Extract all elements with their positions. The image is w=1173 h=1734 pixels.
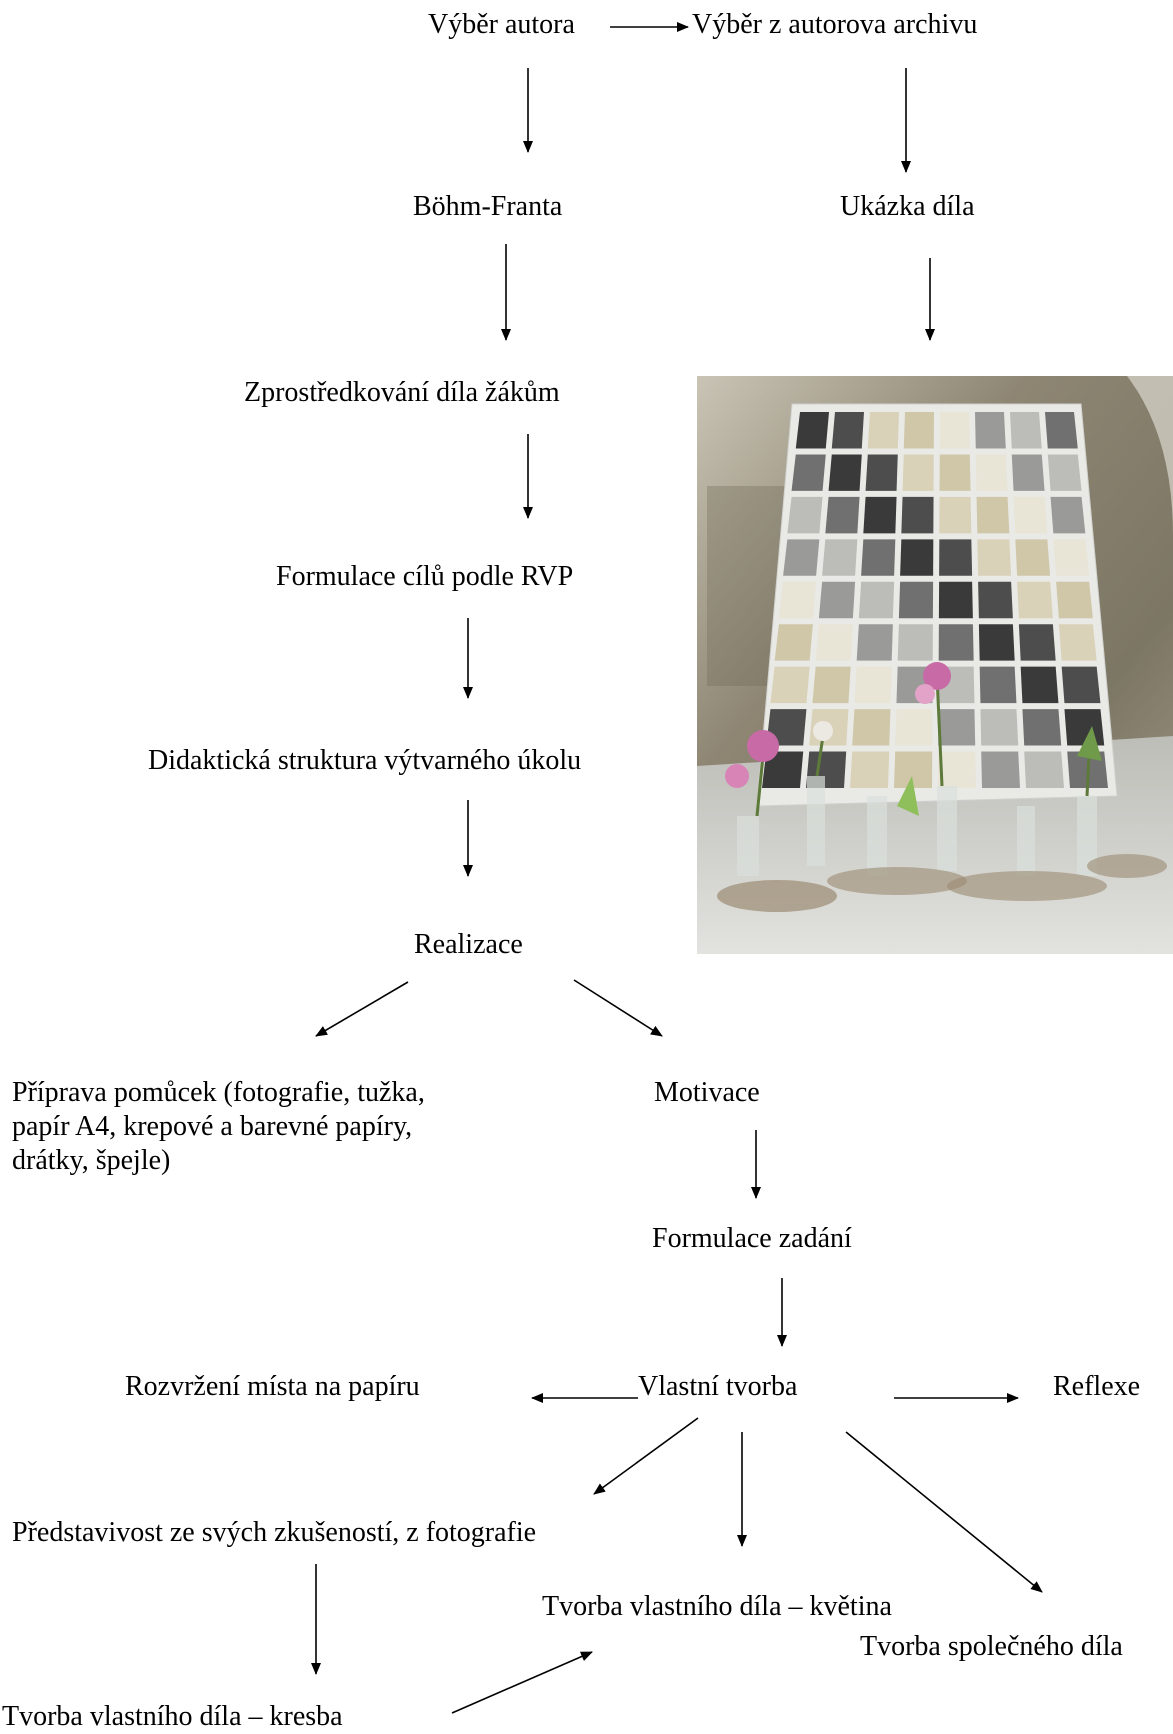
artwork-cell (903, 412, 934, 449)
artwork-cell (978, 581, 1013, 619)
artwork-cell (978, 624, 1015, 661)
artwork-cell (979, 666, 1017, 704)
artwork-cell (895, 709, 933, 746)
artwork-cell (863, 496, 897, 534)
artwork-cell (1010, 412, 1042, 449)
artwork-cell (828, 454, 862, 491)
artwork-cell (762, 751, 804, 788)
artwork-cell (1018, 624, 1056, 661)
node-kvetina: Tvorba vlastního díla – květina (542, 1591, 892, 1622)
node-ukazka-dila: Ukázka díla (840, 191, 975, 222)
artwork-cell (938, 751, 976, 788)
photo-dried-petals (717, 854, 1167, 912)
artwork-cell (766, 709, 807, 746)
artwork-cell (850, 751, 890, 788)
arrow-realizace-to-priprava (315, 981, 409, 1037)
artwork-cell (939, 412, 970, 449)
artwork-cell (1022, 709, 1062, 746)
artwork-cell (822, 539, 858, 576)
artwork-cell (980, 709, 1019, 746)
artwork-cell (1061, 666, 1101, 704)
artwork-cell (858, 581, 895, 619)
artwork-cell (1050, 496, 1086, 534)
node-kresba: Tvorba vlastního díla – kresba (2, 1701, 343, 1732)
artwork-cell (1053, 539, 1090, 576)
artwork-cell (825, 496, 860, 534)
artwork-cell (1013, 496, 1048, 534)
node-predstavivost: Představivost ze svých zkušeností, z fot… (12, 1517, 537, 1548)
artwork-cell (898, 581, 934, 619)
artwork-cell (1045, 412, 1078, 449)
node-motivace: Motivace (654, 1077, 760, 1108)
node-bohm-franta: Böhm-Franta (413, 191, 563, 222)
artwork-cell (977, 539, 1012, 576)
photo-board-cells (762, 412, 1108, 788)
artwork-cell (856, 624, 893, 661)
arrow-tvorba-to-spolecne (845, 1431, 1043, 1593)
artwork-cell (865, 454, 898, 491)
artwork-cell (1011, 454, 1045, 491)
artwork-cell (831, 412, 864, 449)
artwork-cell (770, 666, 810, 704)
artwork-cell (901, 496, 934, 534)
artwork-cell (938, 624, 974, 661)
node-spolecne: Tvorba společného díla (860, 1631, 1123, 1662)
artwork-cell (815, 624, 853, 661)
photo-arch (1127, 376, 1173, 536)
node-vyber-autora: Výběr autora (428, 9, 575, 40)
artwork-cell (867, 412, 899, 449)
node-priprava: Příprava pomůcek (fotografie, tužka, pap… (12, 1077, 425, 1176)
artwork-cell (1024, 751, 1064, 788)
photo-flowers (725, 662, 1102, 876)
artwork-cell (939, 454, 971, 491)
artwork-cell (976, 496, 1010, 534)
artwork-cell (1056, 581, 1093, 619)
node-formulace-cilu: Formulace cílů podle RVP (276, 561, 574, 592)
artwork-cell (852, 709, 891, 746)
artwork-cell (1064, 709, 1105, 746)
artwork-cell (938, 709, 976, 746)
artwork-cell (975, 454, 1008, 491)
artwork-cell (1058, 624, 1097, 661)
artwork-cell (981, 751, 1020, 788)
artwork-cell (812, 666, 851, 704)
artwork-cell (894, 751, 933, 788)
artwork-photo-illustration (697, 376, 1173, 954)
artwork-cell (1017, 581, 1053, 619)
node-zprostredkovani: Zprostředkování díla žákům (244, 377, 560, 408)
artwork-cell (818, 581, 856, 619)
node-formulace-zadani: Formulace zadání (652, 1223, 852, 1254)
artwork-photo (697, 376, 1173, 954)
artwork-cell (939, 539, 973, 576)
arrow-realizace-to-motivace (573, 979, 663, 1037)
artwork-cell (795, 412, 829, 449)
artwork-cell (1047, 454, 1082, 491)
node-rozvrzeni: Rozvržení místa na papíru (125, 1371, 420, 1402)
artwork-cell (938, 581, 973, 619)
artwork-cell (854, 666, 892, 704)
node-didakticka: Didaktická struktura výtvarného úkolu (148, 745, 582, 776)
node-reflexe: Reflexe (1053, 1371, 1141, 1402)
artwork-cell (791, 454, 826, 491)
artwork-cell (902, 454, 934, 491)
artwork-cell (774, 624, 813, 661)
artwork-cell (783, 539, 820, 576)
node-realizace: Realizace (414, 929, 523, 960)
artwork-cell (939, 496, 972, 534)
artwork-cell (897, 624, 933, 661)
artwork-cell (861, 539, 896, 576)
node-vlastni-tvorba: Vlastní tvorba (638, 1371, 798, 1402)
arrow-tvorba-to-predstavivost (593, 1417, 699, 1495)
arrow-kresba-to-kvetina (451, 1651, 593, 1714)
artwork-cell (1015, 539, 1051, 576)
artwork-cell (975, 412, 1006, 449)
node-vyber-archiv: Výběr z autorova archivu (692, 9, 978, 40)
artwork-cell (900, 539, 934, 576)
artwork-cell (787, 496, 823, 534)
artwork-cell (1020, 666, 1059, 704)
artwork-cell (778, 581, 817, 619)
